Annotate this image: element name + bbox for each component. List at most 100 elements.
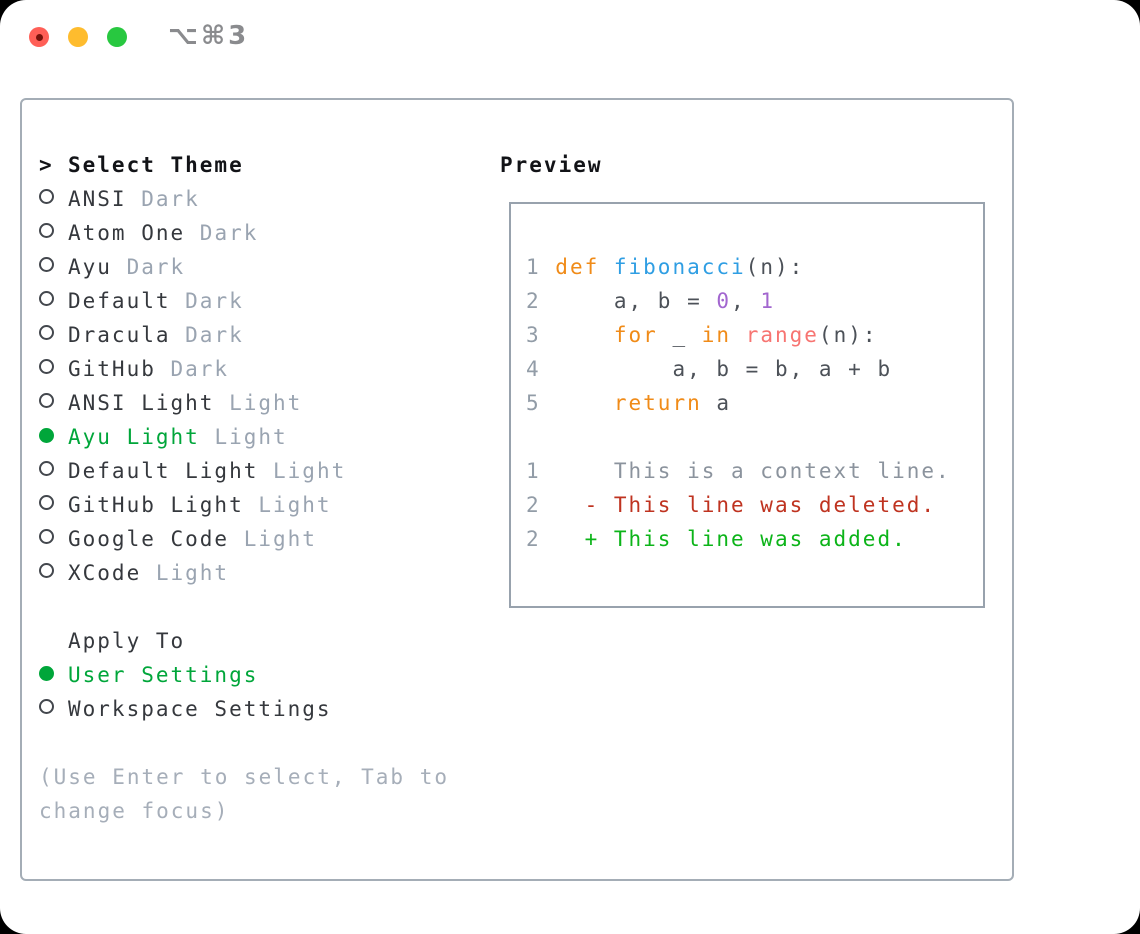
code-segment: (n):	[745, 255, 805, 279]
code-segment: fibonacci	[613, 255, 746, 279]
theme-variant-tag: Dark	[170, 323, 244, 347]
apply-option-label: User Settings	[68, 663, 259, 687]
minimize-button[interactable]	[68, 27, 88, 47]
code-segment: 1	[760, 289, 775, 313]
radio-icon	[39, 393, 54, 408]
theme-variant-tag: Light	[199, 425, 288, 449]
line-number: 1	[526, 459, 556, 483]
code-segment: + This line was added.	[555, 527, 907, 551]
preview-title: Preview	[500, 153, 603, 177]
unsaved-dot-icon	[35, 33, 43, 41]
theme-item[interactable]: ANSI Light Light	[39, 386, 449, 420]
code-segment: This is a context line.	[555, 459, 951, 483]
code-segment	[731, 323, 746, 347]
radio-icon	[39, 563, 54, 578]
theme-variant-tag: Dark	[155, 357, 230, 381]
theme-variant-tag: Dark	[170, 289, 244, 313]
theme-item-label: ANSI	[68, 187, 127, 211]
theme-variant-tag: Light	[229, 527, 317, 551]
theme-item-label: Google Code	[68, 527, 230, 551]
radio-icon	[39, 495, 54, 510]
theme-list-title: Select Theme	[68, 153, 244, 177]
theme-variant-tag: Light	[141, 561, 230, 585]
code-segment: return	[613, 391, 702, 415]
radio-selected-icon	[39, 666, 54, 681]
theme-variant-tag: Light	[214, 391, 303, 415]
spacer	[39, 590, 449, 624]
theme-variant-tag: Dark	[126, 187, 200, 211]
theme-item-label: Dracula	[68, 323, 171, 347]
close-button[interactable]	[29, 27, 49, 47]
theme-item-label: GitHub Light	[68, 493, 244, 517]
theme-item[interactable]: Default Light Light	[39, 454, 449, 488]
line-number: 4	[526, 357, 556, 381]
theme-item-label: Atom One	[68, 221, 186, 245]
hint-line-1: (Use Enter to select, Tab to	[39, 765, 450, 789]
apply-option-label: Workspace Settings	[68, 697, 332, 721]
code-segment	[555, 323, 614, 347]
code-segment: a, b =	[555, 289, 717, 313]
theme-item[interactable]: XCode Light	[39, 556, 449, 590]
radio-icon	[39, 325, 54, 340]
theme-item-label: Ayu	[68, 255, 112, 279]
theme-item-label: ANSI Light	[68, 391, 215, 415]
zoom-button[interactable]	[107, 27, 127, 47]
line-number: 5	[526, 391, 556, 415]
line-number: 3	[526, 323, 556, 347]
line-number: 2	[526, 493, 556, 517]
line-number: 2	[526, 289, 556, 313]
theme-item[interactable]: Ayu Dark	[39, 250, 449, 284]
code-segment: (n):	[818, 323, 878, 347]
theme-item-label: GitHub	[68, 357, 156, 381]
apply-option[interactable]: Workspace Settings	[39, 692, 449, 726]
diff-line: 1 This is a context line.	[526, 454, 983, 488]
traffic-lights	[29, 27, 127, 47]
spacer	[39, 726, 449, 760]
theme-item-label: Default Light	[68, 459, 259, 483]
code-segment: def	[555, 255, 614, 279]
theme-item[interactable]: Ayu Light Light	[39, 420, 449, 454]
theme-item[interactable]: GitHub Light Light	[39, 488, 449, 522]
code-segment: a	[701, 391, 732, 415]
code-line: 5 return a	[526, 386, 983, 420]
diff-line: 2 + This line was added.	[526, 522, 983, 556]
theme-item[interactable]: Google Code Light	[39, 522, 449, 556]
apply-to-title: Apply To	[68, 629, 186, 653]
radio-icon	[39, 699, 54, 714]
theme-item-label: XCode	[68, 561, 142, 585]
code-segment: for	[613, 323, 658, 347]
radio-icon	[39, 359, 54, 374]
theme-item[interactable]: Default Dark	[39, 284, 449, 318]
usage-hint: (Use Enter to select, Tab to change focu…	[39, 760, 449, 828]
code-segment: - This line was deleted.	[555, 493, 937, 517]
radio-icon	[39, 257, 54, 272]
apply-to-header-indent	[39, 624, 68, 658]
radio-icon	[39, 529, 54, 544]
theme-list-header: >Select Theme	[39, 148, 449, 182]
code-segment: 0	[716, 289, 732, 313]
code-line: 1 def fibonacci(n):	[526, 250, 983, 284]
theme-item-label: Default	[68, 289, 171, 313]
apply-option[interactable]: User Settings	[39, 658, 449, 692]
theme-item[interactable]: Atom One Dark	[39, 216, 449, 250]
theme-item[interactable]: ANSI Dark	[39, 182, 449, 216]
line-number: 1	[526, 255, 556, 279]
theme-variant-tag: Dark	[111, 255, 186, 279]
blank-line	[526, 420, 983, 454]
theme-variant-tag: Dark	[185, 221, 259, 245]
theme-item[interactable]: GitHub Dark	[39, 352, 449, 386]
theme-variant-tag: Light	[243, 493, 332, 517]
code-segment	[555, 391, 614, 415]
titlebar: ⌥⌘3	[0, 0, 1140, 70]
radio-icon	[39, 291, 54, 306]
theme-item[interactable]: Dracula Dark	[39, 318, 449, 352]
code-segment: in	[701, 323, 732, 347]
code-line: 2 a, b = 0, 1	[526, 284, 983, 318]
code-segment: _	[657, 323, 702, 347]
